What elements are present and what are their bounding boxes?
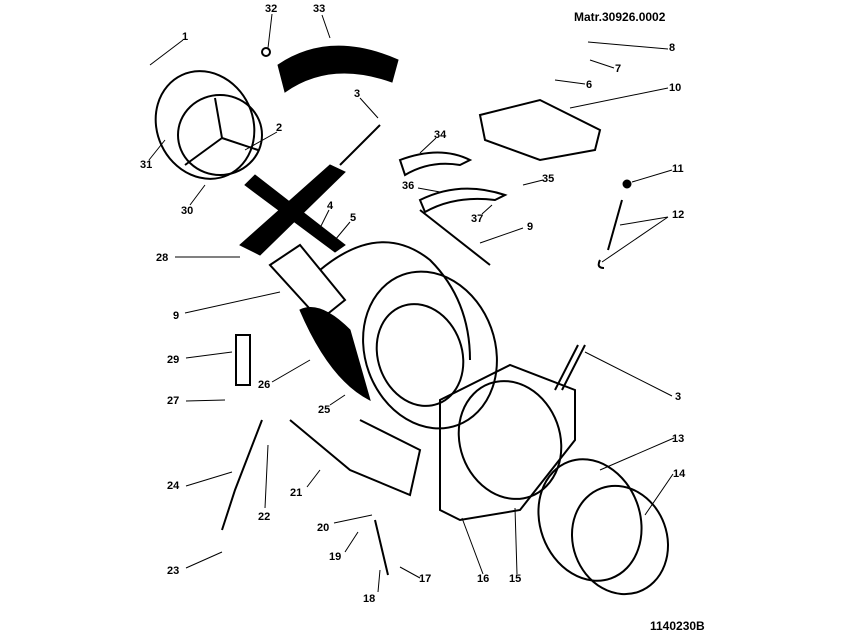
part-label: 6 (586, 79, 592, 91)
part-label: 8 (669, 42, 675, 54)
part-label: 5 (350, 212, 356, 224)
part-label: 32 (265, 3, 277, 15)
part-label: 3 (675, 391, 681, 403)
part-label: 22 (258, 511, 270, 523)
part-label: 4 (327, 200, 334, 212)
pump-29 (235, 334, 251, 386)
part-label: 27 (167, 395, 179, 407)
part-label: 20 (317, 522, 329, 534)
bolts-3 (554, 344, 586, 391)
pulley (177, 94, 263, 176)
front-panel-16 (439, 363, 576, 522)
part-label: 34 (434, 129, 447, 141)
part-label: 15 (509, 573, 521, 585)
bracket-34 (398, 151, 473, 177)
hose-18 (374, 519, 389, 576)
part-label: 23 (167, 565, 179, 577)
part-label: 7 (615, 63, 621, 75)
bracket-36 (418, 187, 508, 214)
part-label: 28 (156, 252, 168, 264)
drum-cross (239, 164, 346, 256)
material-number: Matr.30926.0002 (574, 10, 666, 24)
part-label: 35 (542, 173, 554, 185)
spring-12 (597, 199, 623, 269)
part-label: 11 (672, 163, 684, 175)
part-label: 3 (354, 88, 360, 100)
leader-lines (148, 13, 675, 593)
counterweight-33 (277, 45, 399, 93)
part-label: 16 (477, 573, 489, 585)
part-labels: 1 32 33 3 2 31 30 4 5 28 9 34 36 35 37 9… (140, 3, 686, 605)
part-drawings (154, 45, 670, 596)
nut-32 (261, 47, 271, 57)
part-label: 26 (258, 379, 270, 391)
part-label: 31 (140, 159, 152, 171)
part-label: 17 (419, 573, 431, 585)
part-label: 12 (672, 209, 684, 221)
pulley-spokes (184, 97, 259, 166)
part-label: 14 (673, 468, 686, 480)
pulley-belt (154, 70, 256, 180)
part-label: 9 (527, 221, 533, 233)
part-label: 1 (182, 31, 188, 43)
part-label: 2 (276, 122, 282, 134)
bolt-3-top (339, 124, 381, 166)
sump-21 (289, 419, 422, 497)
seal-9 (419, 209, 491, 266)
part-label: 37 (471, 213, 483, 225)
part-label: 29 (167, 354, 179, 366)
part-label: 30 (181, 205, 193, 217)
part-label: 25 (318, 404, 330, 416)
part-label: 24 (167, 480, 180, 492)
hose-24 (221, 419, 263, 531)
part-label: 18 (363, 593, 375, 605)
tub-side-black (299, 307, 371, 401)
part-label: 21 (290, 487, 302, 499)
heater-9 (268, 243, 347, 322)
nut-11 (622, 179, 632, 189)
tub-rear (319, 241, 471, 361)
tub-front-ring (362, 270, 498, 430)
door-seal-13 (537, 458, 643, 582)
part-label: 36 (402, 180, 414, 192)
part-label: 9 (173, 310, 179, 322)
part-label: 10 (669, 82, 681, 94)
lid-10 (478, 98, 602, 162)
clamp-ring-14 (570, 484, 670, 596)
front-opening-15 (457, 380, 563, 500)
drawing-number: 1140230B (650, 619, 705, 633)
part-label: 33 (313, 3, 325, 15)
part-label: 19 (329, 551, 341, 563)
part-label: 13 (672, 433, 684, 445)
drum-opening (375, 303, 465, 407)
